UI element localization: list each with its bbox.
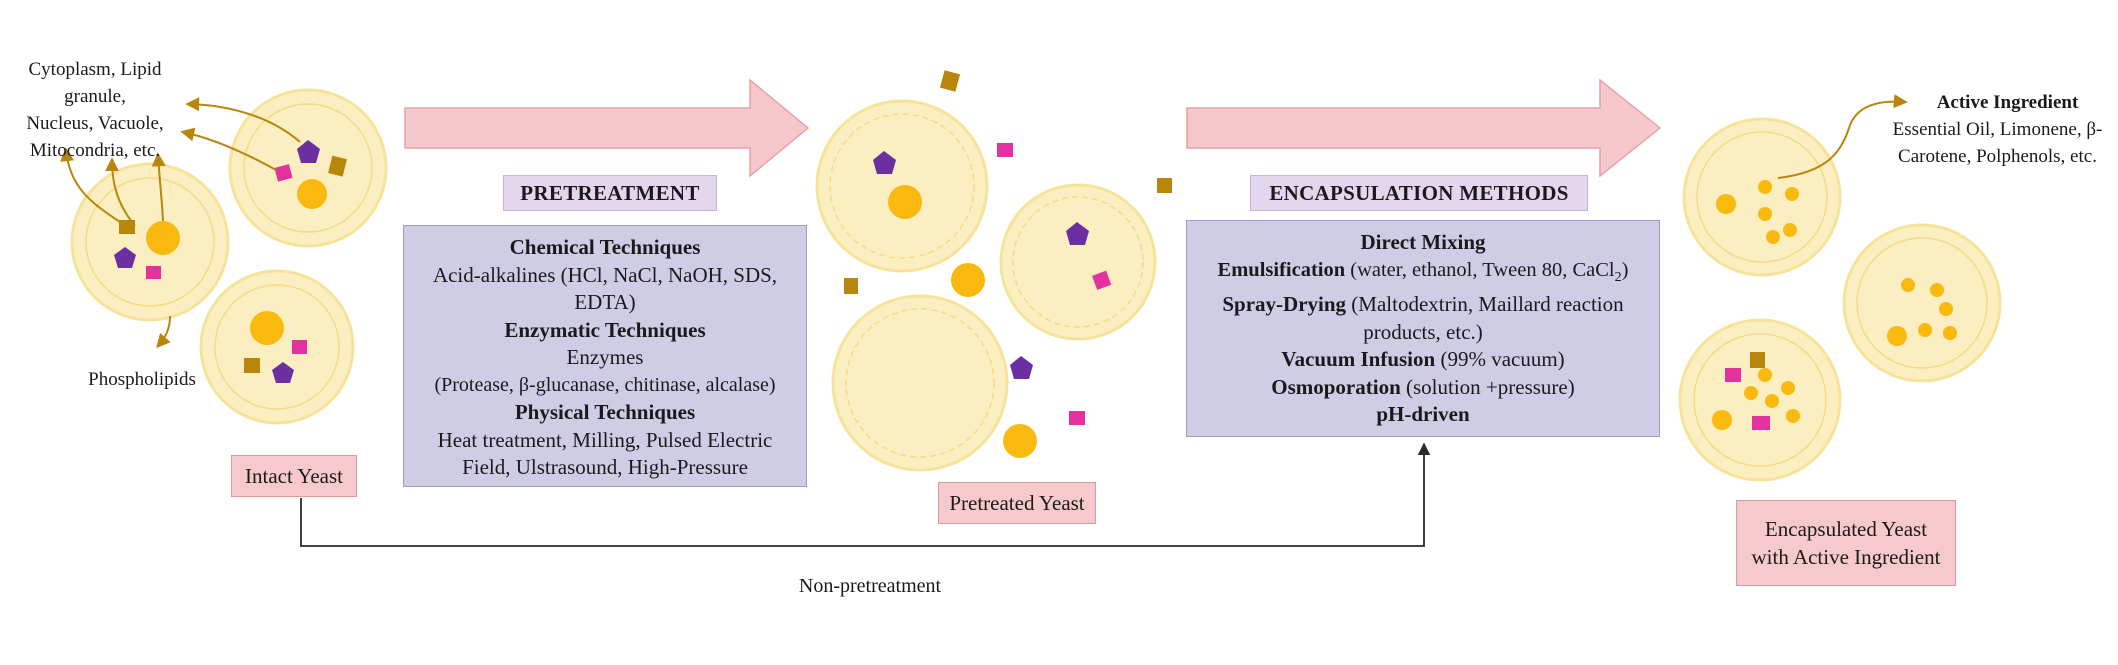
active-ingredient-line: Essential Oil, Limonene, β- — [1892, 119, 2103, 140]
active-ingredient-callout-arrow — [1777, 94, 1908, 179]
osmoporation-detail: (solution +pressure) — [1400, 374, 1575, 399]
pink-organelle-icon — [1725, 368, 1741, 382]
organelles-label-line: Nucleus, Vacuole, — [26, 113, 164, 134]
pretreatment-title: PRETREATMENT — [503, 175, 717, 211]
emulsification-close: ) — [1621, 258, 1629, 281]
chemical-techniques-heading: Chemical Techniques — [509, 235, 701, 259]
intact-yeast-box: Intact Yeast — [231, 455, 357, 497]
pink-organelle-icon — [1069, 411, 1085, 425]
chemical-techniques-line: EDTA) — [574, 290, 636, 314]
spray-drying-line: Spray-Drying (Maltodextrin, Maillard rea… — [1187, 291, 1659, 319]
phospholipids-label: Phospholipids — [88, 369, 196, 390]
organelles-label: Cytoplasm, Lipid granule, Nucleus, Vacuo… — [0, 56, 190, 164]
pretreated-yeast-cell-2 — [999, 183, 1157, 341]
pink-organelle-icon — [1752, 416, 1770, 430]
physical-techniques-heading: Physical Techniques — [514, 400, 696, 424]
pentagon-organelle-icon — [272, 362, 294, 383]
encapsulated-yeast-cell-2 — [1842, 223, 2002, 383]
gold-organelle-icon — [244, 358, 260, 373]
enzymatic-techniques-heading: Enzymatic Techniques — [504, 317, 706, 342]
nucleus-icon — [1003, 424, 1037, 458]
intact-yeast-cell-top — [228, 88, 388, 248]
gold-organelle-icon — [119, 220, 135, 234]
pentagon-organelle-icon — [1010, 356, 1033, 379]
gold-organelle-icon — [844, 278, 858, 294]
spray-drying-line-2: products, etc.) — [1363, 319, 1483, 344]
encapsulated-yeast-box-line: with Active Ingredient — [1751, 545, 1941, 569]
vacuum-infusion-detail: (99% vacuum) — [1435, 347, 1565, 372]
gold-organelle-icon — [328, 155, 347, 177]
spray-drying-term: Spray-Drying — [1222, 292, 1347, 317]
spray-drying-detail: (Maltodextrin, Maillard reaction — [1346, 292, 1624, 317]
non-pretreatment-label: Non-pretreatment — [798, 575, 942, 597]
process-arrow-2 — [1186, 78, 1662, 178]
nucleus-icon — [951, 263, 985, 297]
active-ingredient-line: Carotene, Polphenols, etc. — [1898, 146, 2097, 167]
ph-driven-line: pH-driven — [1376, 402, 1470, 427]
emulsification-detail: (water, ethanol, Tween 80, CaCl — [1345, 258, 1615, 281]
organelle-callout-arrows — [60, 97, 301, 349]
encapsulated-yeast-cell-3 — [1678, 318, 1842, 482]
active-ingredient-title: Active Ingredient — [1936, 92, 2079, 113]
encapsulated-yeast-box: Encapsulated Yeast with Active Ingredien… — [1736, 500, 1956, 586]
organelles-label-line: Mitocondria, etc. — [29, 140, 161, 161]
pink-organelle-icon — [274, 164, 293, 182]
encapsulation-methods-title: ENCAPSULATION METHODS — [1250, 175, 1588, 211]
osmoporation-line: Osmoporation (solution +pressure) — [1187, 374, 1659, 402]
pentagon-organelle-icon — [297, 140, 320, 163]
released-organelles — [844, 70, 1172, 458]
enzymatic-techniques-line: Enzymes — [566, 345, 644, 369]
gold-organelle-icon — [1750, 352, 1765, 368]
nucleus-icon — [250, 311, 284, 345]
intact-yeast-cell-bottom — [199, 269, 355, 425]
direct-mixing-heading: Direct Mixing — [1360, 230, 1486, 254]
pink-organelle-icon — [292, 340, 307, 354]
physical-techniques-line: Field, Ulstrasound, High-Pressure — [462, 455, 748, 479]
gold-organelle-icon — [1157, 178, 1172, 193]
gold-organelle-icon — [939, 70, 961, 92]
emulsification-line: Emulsification (water, ethanol, Tween 80… — [1187, 257, 1659, 292]
osmoporation-term: Osmoporation — [1271, 374, 1401, 399]
chemical-techniques-line: Acid-alkalines (HCl, NaCl, NaOH, SDS, — [432, 262, 778, 287]
organelles-label-line: Cytoplasm, Lipid granule, — [28, 59, 162, 107]
pink-organelle-icon — [997, 143, 1013, 157]
pretreated-yeast-cell-3 — [831, 294, 1009, 472]
nucleus-icon — [888, 185, 922, 219]
enzymatic-techniques-line: (Protease, β-glucanase, chitinase, alcal… — [434, 373, 776, 396]
non-pretreatment-connector — [300, 442, 1431, 547]
vacuum-infusion-term: Vacuum Infusion — [1281, 347, 1436, 372]
process-arrow-1 — [404, 78, 810, 178]
pink-organelle-icon — [1092, 270, 1112, 290]
pink-organelle-icon — [146, 266, 161, 279]
physical-techniques-line: Heat treatment, Milling, Pulsed Electric — [437, 427, 773, 452]
pentagon-organelle-icon — [1066, 222, 1089, 245]
nucleus-icon — [146, 221, 180, 255]
vacuum-infusion-line: Vacuum Infusion (99% vacuum) — [1187, 346, 1659, 374]
pretreated-yeast-cell-1 — [815, 99, 989, 273]
encapsulated-yeast-cell-1 — [1682, 117, 1842, 277]
emulsification-subscript: 2 — [1614, 269, 1622, 285]
emulsification-term: Emulsification — [1217, 258, 1346, 281]
pentagon-organelle-icon — [873, 151, 896, 174]
encapsulated-yeast-box-line: Encapsulated Yeast — [1764, 517, 1928, 541]
encapsulation-panel: Direct Mixing Emulsification (water, eth… — [1186, 220, 1660, 437]
active-ingredient-label: Active Ingredient Essential Oil, Limonen… — [1880, 89, 2115, 170]
pentagon-organelle-icon — [114, 247, 136, 268]
intact-yeast-cell-left — [70, 162, 230, 322]
pretreatment-panel: Chemical Techniques Acid-alkalines (HCl,… — [403, 225, 807, 487]
pretreated-yeast-box: Pretreated Yeast — [938, 482, 1096, 524]
nucleus-icon — [297, 179, 327, 209]
